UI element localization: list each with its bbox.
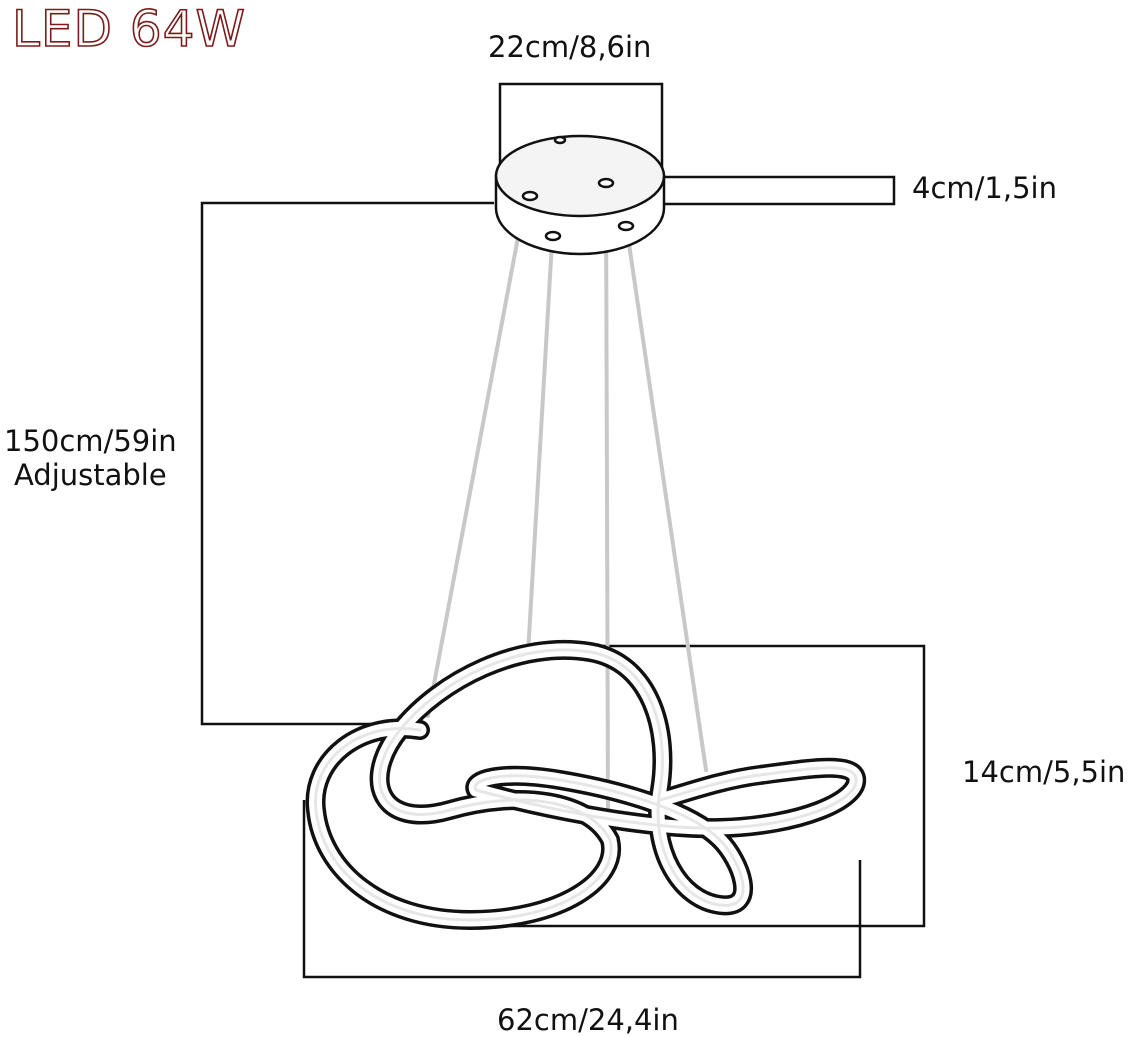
canopy-diameter-label: 22cm/8,6in — [488, 30, 652, 64]
canopy-hole — [553, 135, 567, 145]
ring-depth-bracket — [472, 644, 926, 928]
cable-3 — [604, 184, 610, 810]
ring-depth-label: 14cm/5,5in — [962, 755, 1126, 789]
drop-adjustable-note: Adjustable — [13, 458, 167, 492]
drop-length-value: 150cm/59in — [4, 424, 177, 458]
ring-width-label: 62cm/24,4in — [497, 1003, 679, 1037]
canopy-height-bracket — [664, 175, 896, 206]
product-title: LED 64W — [11, 0, 246, 59]
led-ring — [305, 639, 867, 930]
drop-length-label: 150cm/59in Adjustable — [4, 424, 177, 492]
drop-length-bracket — [200, 201, 494, 726]
cable-4 — [625, 228, 708, 772]
ceiling-canopy — [494, 134, 666, 256]
suspension-cables — [426, 184, 708, 810]
ring-width-bracket — [302, 800, 862, 979]
cable-1 — [426, 198, 527, 718]
cable-mount-4 — [617, 220, 635, 232]
cable-mount-2 — [597, 177, 615, 189]
cable-mount-3 — [544, 230, 562, 242]
canopy-height-label: 4cm/1,5in — [912, 171, 1057, 205]
canopy-width-bracket — [498, 82, 664, 178]
dimension-lines — [200, 82, 926, 979]
canopy-top — [494, 134, 666, 218]
cable-mount-1 — [521, 190, 539, 202]
cable-2 — [526, 240, 554, 656]
